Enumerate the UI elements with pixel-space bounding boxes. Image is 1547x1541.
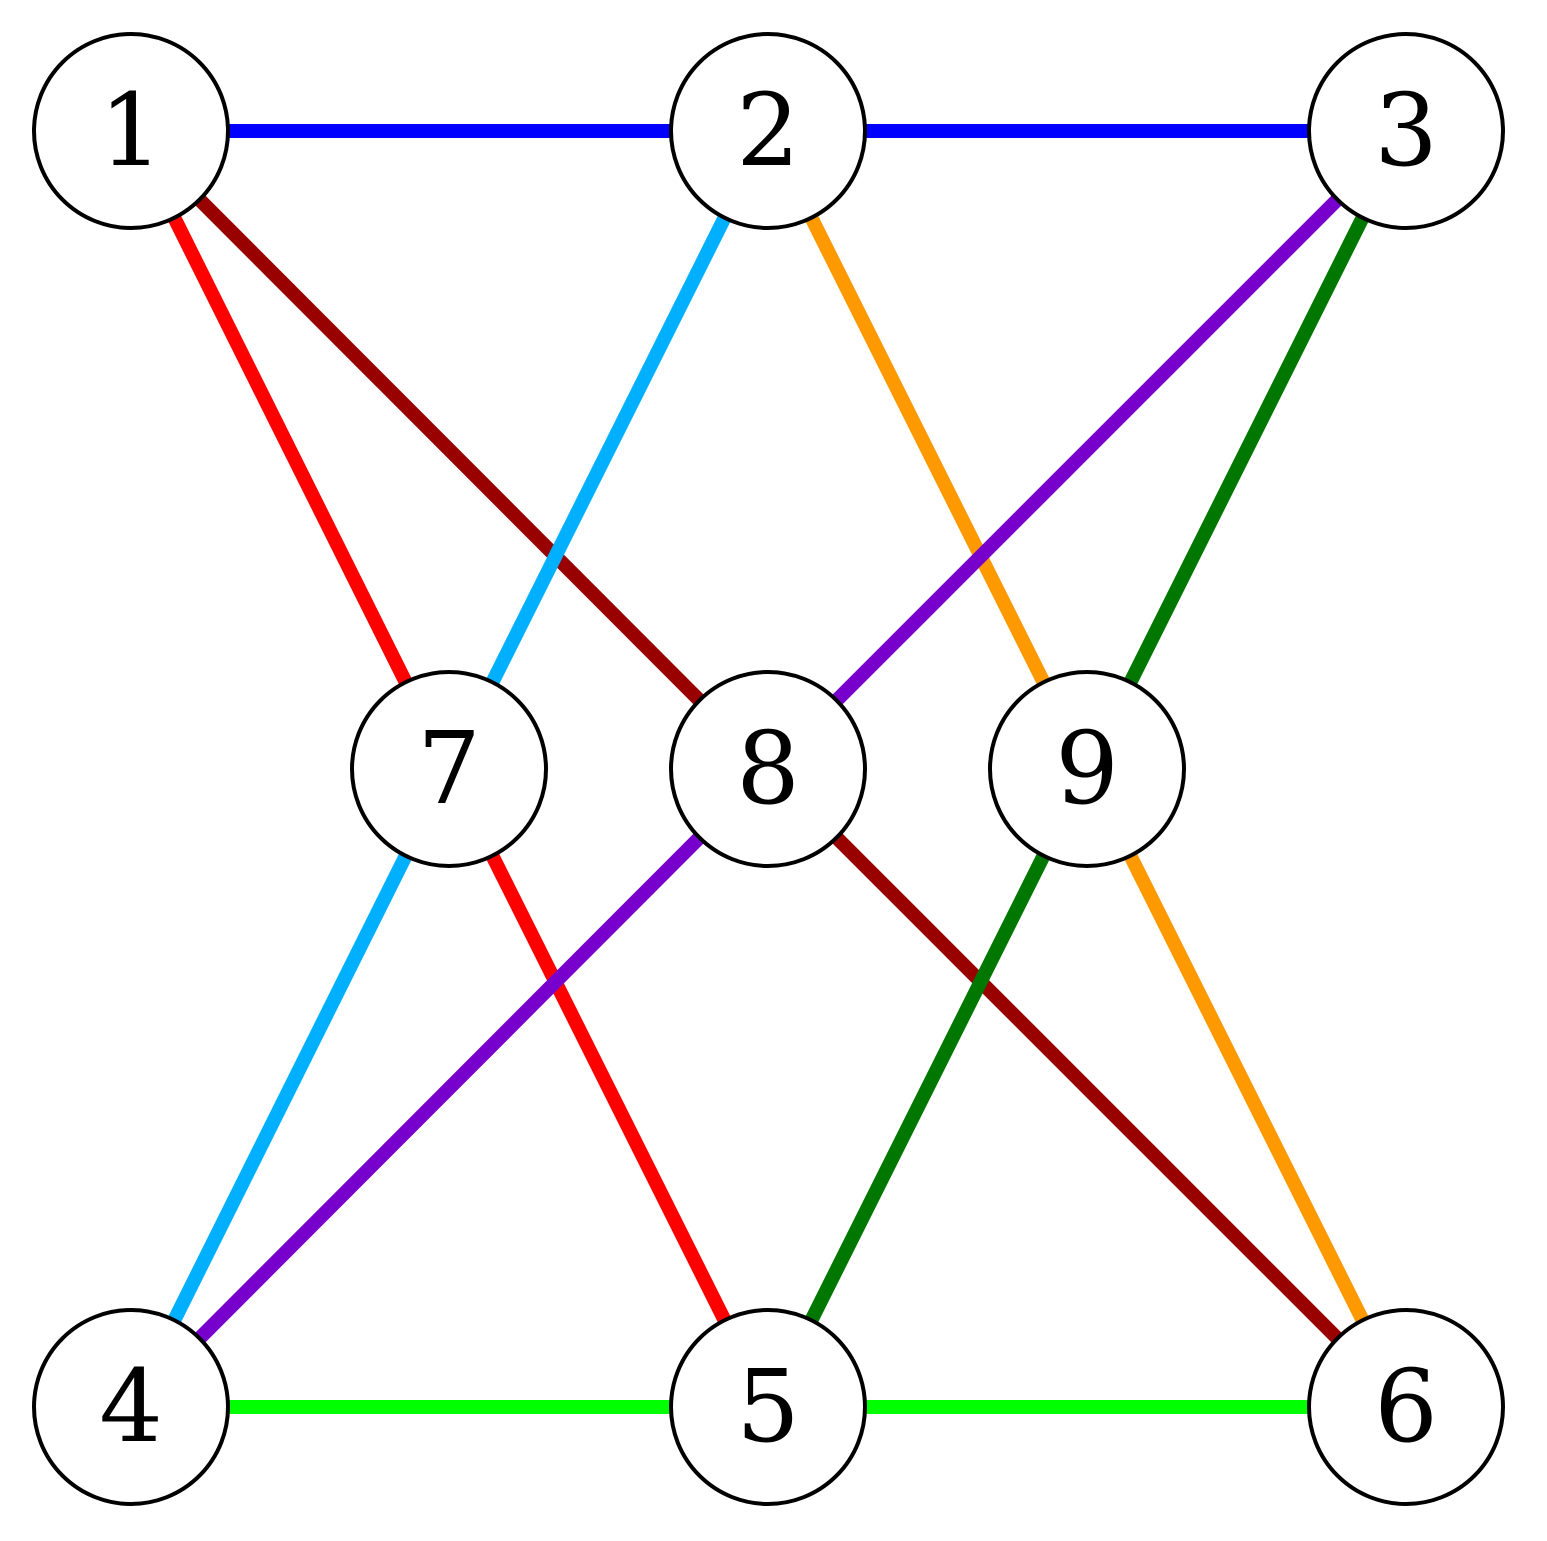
node-circle [32,32,230,230]
edge-8-6 [763,764,1411,1412]
node-label: 4 [99,1348,163,1465]
node-1: 1 [32,32,230,230]
edge-3-9 [1080,127,1413,773]
edge-2-9 [761,127,1094,773]
node-label: 3 [1374,72,1438,189]
edge-1-8 [126,126,773,774]
node-label: 1 [99,72,163,189]
node-circle [32,1308,230,1506]
node-4: 4 [32,1308,230,1506]
node-label: 5 [736,1348,800,1465]
edges-layer [124,124,1413,1414]
node-label: 8 [736,710,800,827]
node-circle [350,670,548,868]
node-circle [1307,32,1505,230]
edge-7-4 [124,765,456,1411]
nodes-layer: 1 2 3 4 5 6 7 8 9 [32,32,1505,1506]
node-7: 7 [350,670,548,868]
edge-9-6 [1080,765,1413,1411]
node-circle [988,670,1186,868]
node-circle [1307,1308,1505,1506]
node-6: 6 [1307,1308,1505,1506]
edge-8-4 [126,764,773,1412]
node-8: 8 [669,670,867,868]
edge-9-5 [761,765,1094,1411]
node-label: 2 [736,72,800,189]
node-3: 3 [1307,32,1505,230]
node-label: 9 [1055,710,1119,827]
node-circle [669,32,867,230]
node-9: 9 [988,670,1186,868]
edge-7-5 [442,765,775,1411]
edge-2-7 [442,127,775,773]
node-circle [669,670,867,868]
node-2: 2 [669,32,867,230]
edge-1-7 [124,127,456,773]
edge-3-8 [763,126,1411,774]
node-label: 7 [417,710,481,827]
node-label: 6 [1374,1348,1438,1465]
node-5: 5 [669,1308,867,1506]
node-circle [669,1308,867,1506]
